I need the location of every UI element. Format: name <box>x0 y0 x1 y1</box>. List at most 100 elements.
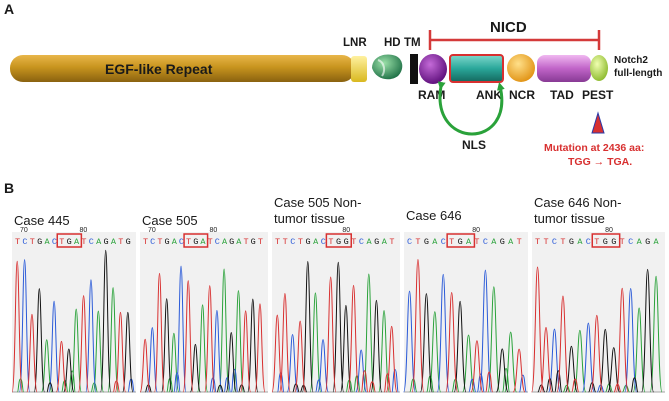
base-call: G <box>229 237 234 247</box>
base-call: T <box>389 237 394 247</box>
codon-highlight-box <box>56 233 83 248</box>
base-call: T <box>517 237 522 247</box>
ank-label: ANK <box>476 88 502 102</box>
base-call: C <box>441 237 446 247</box>
panel-a-letter: A <box>4 1 14 17</box>
base-call: A <box>654 237 660 247</box>
base-call: T <box>258 237 263 247</box>
base-call: G <box>193 237 198 247</box>
base-call: C <box>628 237 633 247</box>
tm-label: TM <box>404 37 421 49</box>
base-call: T <box>81 237 86 247</box>
case-title: Case 646 Non- <box>534 195 621 210</box>
ram-domain <box>419 54 447 84</box>
base-call: C <box>407 237 412 247</box>
base-call: A <box>382 237 388 247</box>
base-call: T <box>298 237 303 247</box>
base-call: C <box>483 237 488 247</box>
tad-domain <box>537 55 591 82</box>
position-tick: 80 <box>605 227 613 234</box>
trace-C <box>548 287 638 393</box>
trace-T <box>271 276 398 393</box>
base-call: G <box>37 237 42 247</box>
base-call: G <box>611 237 616 247</box>
base-call: A <box>96 237 102 247</box>
base-call: A <box>367 237 373 247</box>
tm-domain <box>410 54 418 84</box>
nls-arrow <box>437 81 505 136</box>
base-call: A <box>637 237 643 247</box>
base-call: T <box>328 237 333 247</box>
base-call: T <box>59 237 64 247</box>
base-call: T <box>15 237 20 247</box>
base-call: T <box>543 237 548 247</box>
codon-highlight-box <box>183 233 209 248</box>
base-call: G <box>424 237 429 247</box>
lnr-domain <box>351 56 367 82</box>
base-call: T <box>283 237 288 247</box>
base-call: G <box>67 237 72 247</box>
base-call: G <box>336 237 341 247</box>
base-call: T <box>30 237 35 247</box>
base-call: A <box>200 237 206 247</box>
position-tick: 80 <box>209 227 217 234</box>
trace-G <box>419 293 509 393</box>
base-call: T <box>275 237 280 247</box>
trace-G <box>33 249 134 393</box>
base-call: A <box>74 237 80 247</box>
base-call: G <box>306 237 311 247</box>
case-title: Case 505 <box>142 213 198 228</box>
nicd-bracket <box>428 30 601 50</box>
base-call: C <box>52 237 57 247</box>
codon-highlight-box <box>591 233 621 248</box>
base-call: G <box>458 237 463 247</box>
nicd-label: NICD <box>490 19 527 36</box>
base-call: T <box>118 237 123 247</box>
base-call: A <box>491 237 497 247</box>
base-call: A <box>466 237 472 247</box>
base-call: C <box>89 237 94 247</box>
full-length-label: full-length <box>614 68 662 79</box>
base-call: T <box>535 237 540 247</box>
base-call: T <box>449 237 454 247</box>
base-call: A <box>508 237 514 247</box>
base-call: T <box>351 237 356 247</box>
trace-background <box>12 232 136 392</box>
base-call: C <box>586 237 591 247</box>
ank-domain <box>449 54 504 83</box>
base-call: T <box>620 237 625 247</box>
case-subtitle: tumor tissue <box>534 211 605 226</box>
base-call: G <box>500 237 505 247</box>
base-call: G <box>126 237 131 247</box>
codon-highlight-box <box>325 233 352 248</box>
panel-b-letter: B <box>4 180 14 196</box>
mutation-line1: Mutation at 2436 aa: <box>544 142 644 154</box>
hd-domain <box>372 54 403 80</box>
base-call: A <box>45 237 51 247</box>
base-call: C <box>22 237 27 247</box>
trace-T <box>531 266 629 393</box>
base-call: T <box>243 237 248 247</box>
base-call: C <box>359 237 364 247</box>
base-call: G <box>374 237 379 247</box>
trace-T <box>411 258 526 393</box>
base-call: A <box>172 237 178 247</box>
tad-label: TAD <box>550 88 574 102</box>
position-tick: 70 <box>20 227 28 234</box>
base-call: G <box>104 237 109 247</box>
base-call: T <box>415 237 420 247</box>
trace-background <box>140 232 268 392</box>
case-subtitle: tumor tissue <box>274 211 345 226</box>
egf-label: EGF-like Repeat <box>105 61 213 77</box>
base-call: G <box>645 237 650 247</box>
position-tick: 70 <box>148 227 156 234</box>
trace-G <box>292 260 383 393</box>
base-call: G <box>603 237 608 247</box>
base-call: T <box>560 237 565 247</box>
trace-C <box>18 259 135 393</box>
